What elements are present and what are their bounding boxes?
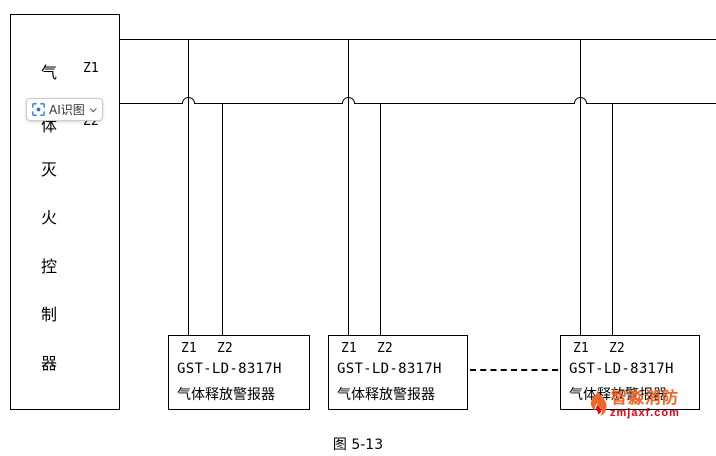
controller-char-row: 气 Z1 bbox=[11, 59, 119, 82]
figure-caption: 图 5-13 bbox=[332, 437, 384, 453]
device-model: GST-LD-8317H bbox=[337, 361, 442, 377]
alarm-box: Z1 Z2 GST-LD-8317H 气体释放警报器 bbox=[168, 335, 310, 410]
terminal-z1: Z1 bbox=[341, 341, 357, 356]
controller-char: 器 bbox=[41, 354, 58, 373]
controller-char-row: 制 bbox=[11, 301, 119, 324]
controller-char: 火 bbox=[41, 208, 58, 227]
controller-char-row: 控 bbox=[11, 253, 119, 276]
z2-drop-line bbox=[222, 103, 223, 335]
terminal-z2: Z2 bbox=[377, 341, 393, 356]
terminal-row: Z1 Z2 bbox=[561, 341, 699, 358]
terminal-z2: Z2 bbox=[609, 341, 625, 356]
controller-char: 气 bbox=[41, 63, 58, 82]
terminal-row: Z1 Z2 bbox=[329, 341, 467, 358]
controller-char: 制 bbox=[41, 305, 58, 324]
ai-scan-icon bbox=[32, 103, 45, 116]
device-name: 气体释放警报器 bbox=[337, 387, 435, 403]
controller-char: 控 bbox=[41, 257, 58, 276]
device-model: GST-LD-8317H bbox=[177, 361, 282, 377]
alarm-box: Z1 Z2 GST-LD-8317H 气体释放警报器 bbox=[328, 335, 468, 410]
bus-line-z2 bbox=[120, 103, 716, 104]
z1-drop-line bbox=[348, 39, 349, 335]
z2-drop-line bbox=[380, 103, 381, 335]
controller-char-row: 灭 bbox=[11, 156, 119, 179]
watermark: 智淼消防 zmjaxf.com bbox=[585, 388, 680, 422]
controller-box: 气 Z1 体 Z2 灭 火 控 制 器 bbox=[10, 14, 120, 410]
terminal-row: Z1 Z2 bbox=[169, 341, 309, 358]
z1-drop-line bbox=[188, 39, 189, 335]
watermark-brand: 智淼消防 bbox=[610, 388, 679, 407]
terminal-z1: Z1 bbox=[573, 341, 589, 356]
controller-char-row: 器 bbox=[11, 350, 119, 373]
controller-char-row: 火 bbox=[11, 204, 119, 227]
ai-recognition-button[interactable]: AI识图 bbox=[26, 98, 103, 121]
watermark-url: zmjaxf.com bbox=[610, 407, 680, 420]
z2-drop-line bbox=[612, 103, 613, 335]
device-name: 气体释放警报器 bbox=[177, 387, 275, 403]
controller-char: 灭 bbox=[41, 160, 58, 179]
alarm-box: Z1 Z2 GST-LD-8317H 气体释放警报器 bbox=[560, 335, 700, 410]
terminal-z2: Z2 bbox=[217, 341, 233, 356]
terminal-z1: Z1 bbox=[181, 341, 197, 356]
z1-drop-line bbox=[580, 39, 581, 335]
flame-icon bbox=[585, 389, 607, 422]
ai-button-label: AI识图 bbox=[49, 103, 85, 117]
bus-line-z1 bbox=[120, 39, 716, 40]
chevron-down-icon bbox=[89, 105, 97, 113]
continuation-dashed-line bbox=[470, 369, 558, 371]
device-model: GST-LD-8317H bbox=[569, 361, 674, 377]
loop-label-z1: Z1 bbox=[83, 61, 99, 76]
